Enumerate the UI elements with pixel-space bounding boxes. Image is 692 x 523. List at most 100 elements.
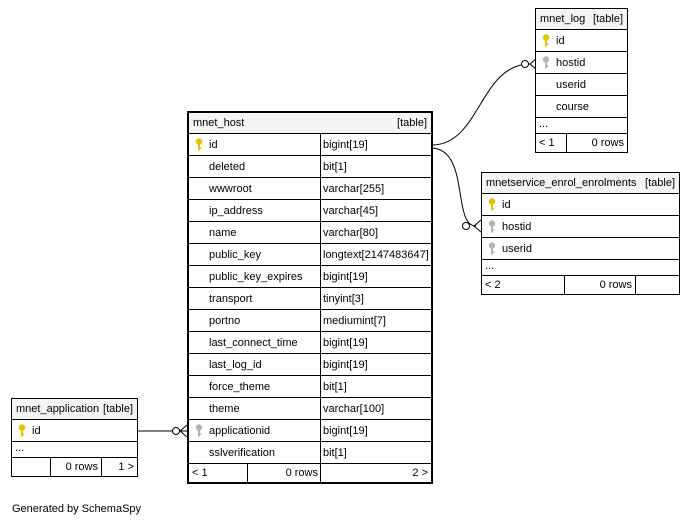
relation-line-enrolments <box>431 147 477 227</box>
column-name: transport <box>209 292 253 305</box>
column-type: varchar[45] <box>320 200 431 221</box>
relation-crowfoot <box>473 219 482 233</box>
column-name: course <box>556 100 590 113</box>
column-name: id <box>502 198 511 211</box>
table-tag: [table] <box>593 13 623 25</box>
column-type: longtext[2147483647] <box>320 244 431 265</box>
column-row[interactable]: theme varchar[100] <box>189 398 431 420</box>
column-name: name <box>209 226 237 239</box>
column-row[interactable]: userid <box>536 74 627 96</box>
relation-line-mnet-log <box>431 63 531 146</box>
column-name-cell: hostid <box>482 216 679 237</box>
column-name-cell: public_key <box>189 244 320 265</box>
column-name: ip_address <box>209 204 263 217</box>
table-mnet-application[interactable]: mnet_application [table] id ... 0 rows 1… <box>11 398 138 477</box>
footer-rows: 0 rows <box>50 458 101 476</box>
table-tag: [table] <box>645 177 675 189</box>
column-row[interactable]: course <box>536 96 627 118</box>
column-name-cell: theme <box>189 398 320 419</box>
footer-parents: < 1 <box>192 467 208 479</box>
column-type: bit[1] <box>320 376 431 397</box>
column-name: portno <box>209 314 241 327</box>
column-name-cell: force_theme <box>189 376 320 397</box>
more-columns: ... <box>536 118 627 134</box>
table-header: mnetservice_enrol_enrolments [table] <box>482 173 679 194</box>
column-name-cell: sslverification <box>189 442 320 463</box>
foreign-key-icon <box>542 56 550 69</box>
generator-credit: Generated by SchemaSpy <box>12 503 142 515</box>
more-columns: ... <box>482 260 679 276</box>
column-name: public_key_expires <box>209 270 303 283</box>
footer-children: 2 > <box>320 464 431 482</box>
column-type: bigint[19] <box>320 354 431 375</box>
table-name: mnet_application <box>16 403 100 415</box>
column-list: id hostid userid <box>482 194 679 260</box>
table-header: mnet_log [table] <box>536 9 627 30</box>
column-name: wwwroot <box>209 182 252 195</box>
column-name-cell: last_connect_time <box>189 332 320 353</box>
column-name: hostid <box>556 56 586 69</box>
column-row[interactable]: hostid <box>482 216 679 238</box>
column-row[interactable]: id <box>482 194 679 216</box>
column-row[interactable]: userid <box>482 238 679 260</box>
column-name-cell: applicationid <box>189 420 320 441</box>
column-name-cell: public_key_expires <box>189 266 320 287</box>
primary-key-icon <box>18 424 26 437</box>
column-name-cell: deleted <box>189 156 320 177</box>
column-name: applicationid <box>209 424 271 437</box>
table-mnetservice-enrol-enrolments[interactable]: mnetservice_enrol_enrolments [table] id h… <box>481 172 680 295</box>
footer-parents: < 2 <box>485 279 501 291</box>
column-row[interactable]: last_log_id bigint[19] <box>189 354 431 376</box>
column-name-cell: userid <box>482 238 679 259</box>
column-name-cell: wwwroot <box>189 178 320 199</box>
footer-children: 1 > <box>101 458 137 476</box>
footer-rows: 0 rows <box>564 276 635 294</box>
column-name-cell: id <box>189 134 320 155</box>
primary-key-icon <box>488 198 496 211</box>
relation-circle <box>462 222 470 230</box>
column-type: varchar[100] <box>320 398 431 419</box>
column-name: last_connect_time <box>209 336 298 349</box>
table-footer: < 1 0 rows 2 > <box>189 464 431 482</box>
column-name-cell: ip_address <box>189 200 320 221</box>
footer-rows: 0 rows <box>566 134 627 152</box>
column-row[interactable]: last_connect_time bigint[19] <box>189 332 431 354</box>
column-name: hostid <box>502 220 532 233</box>
column-row[interactable]: hostid <box>536 52 627 74</box>
foreign-key-icon <box>488 242 496 255</box>
column-name-cell: userid <box>536 74 627 95</box>
column-row[interactable]: id <box>536 30 627 52</box>
table-tag: [table] <box>397 117 427 129</box>
column-name-cell: portno <box>189 310 320 331</box>
column-type: bit[1] <box>320 156 431 177</box>
column-name: theme <box>209 402 240 415</box>
column-row[interactable]: id <box>12 420 137 442</box>
table-mnet-log[interactable]: mnet_log [table] id hostid userid course ..… <box>535 8 628 153</box>
table-header: mnet_host [table] <box>189 113 431 134</box>
relation-circle <box>521 60 529 68</box>
column-list: id <box>12 420 137 442</box>
column-row[interactable]: ip_address varchar[45] <box>189 200 431 222</box>
primary-key-icon <box>542 34 550 47</box>
column-type: bigint[19] <box>320 332 431 353</box>
column-name: last_log_id <box>209 358 262 371</box>
more-columns: ... <box>12 442 137 458</box>
column-name: sslverification <box>209 446 276 459</box>
table-name: mnet_host <box>193 117 245 129</box>
table-footer: 0 rows 1 > <box>12 458 137 476</box>
table-header: mnet_application [table] <box>12 399 137 420</box>
table-tag: [table] <box>103 403 133 415</box>
